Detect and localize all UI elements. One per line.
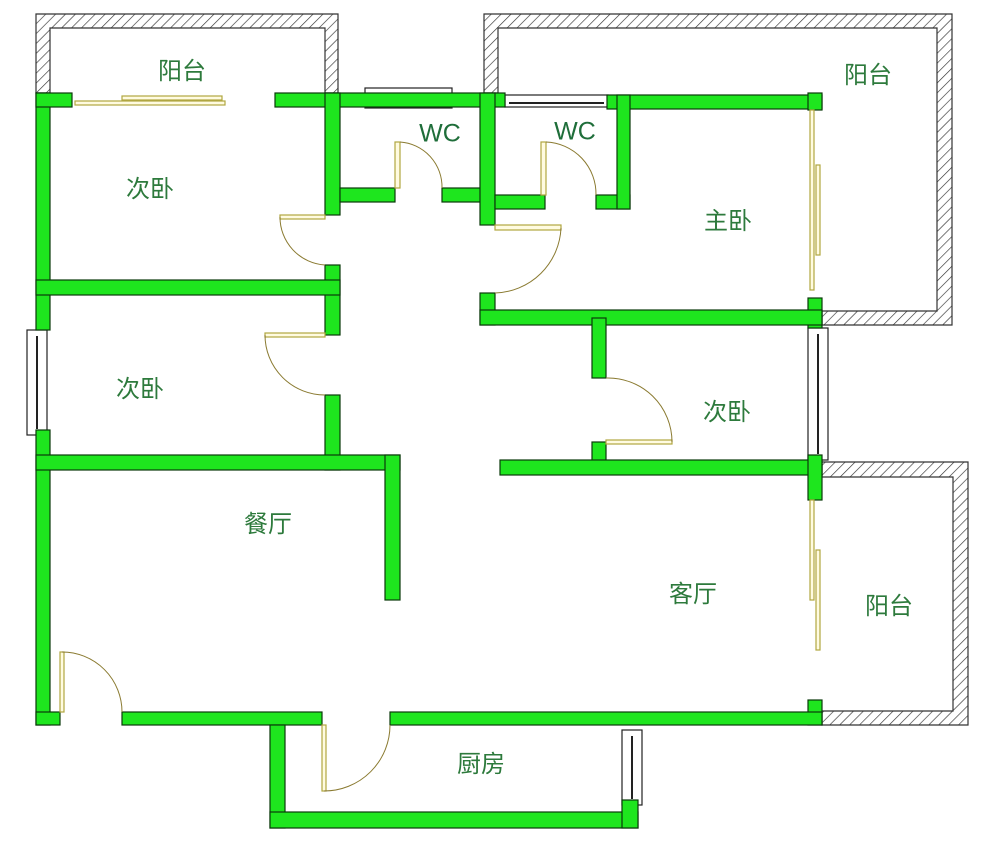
room-label-living-room: 客厅 <box>669 580 717 608</box>
door-swing-arc <box>279 216 326 266</box>
door-leaf <box>815 549 821 651</box>
wall-segment <box>479 92 496 226</box>
wall-segment <box>479 309 823 326</box>
wall-segment <box>121 711 323 726</box>
door-leaf <box>321 724 327 792</box>
room-label-wc-1: WC <box>419 120 461 148</box>
room-label-master-bedroom: 主卧 <box>704 207 752 235</box>
wall-segment <box>389 711 823 726</box>
wall-segment <box>35 429 51 726</box>
wall-segment <box>339 187 396 203</box>
wall-segment <box>35 92 73 108</box>
room-label-balcony-top-right: 阳台 <box>844 61 892 89</box>
door-swing-arc <box>61 651 123 713</box>
door-swing-arc <box>605 377 673 443</box>
wall-segment <box>499 459 823 476</box>
door-leaf <box>605 439 673 445</box>
room-label-bedroom-middle-right: 次卧 <box>703 398 751 426</box>
wall-segment <box>35 711 61 726</box>
door-leaf <box>809 109 815 291</box>
door-swing-arc <box>323 724 391 792</box>
window <box>504 94 609 108</box>
door-swing-arc <box>545 141 597 196</box>
door-leaf <box>121 95 223 101</box>
wall-segment <box>324 264 341 336</box>
room-label-kitchen: 厨房 <box>457 750 505 778</box>
doors <box>59 95 821 792</box>
wall-segment <box>269 811 639 829</box>
room-label-balcony-bottom-right: 阳台 <box>865 592 913 620</box>
door-swing-arc <box>399 141 443 189</box>
door-leaf <box>494 224 562 231</box>
door-leaf <box>279 214 326 220</box>
door-leaf <box>809 499 815 601</box>
room-label-dining-room: 餐厅 <box>244 510 292 538</box>
room-label-bedroom-middle-left: 次卧 <box>116 375 164 403</box>
wall-segment <box>606 94 823 110</box>
door-swing-arc <box>494 227 562 294</box>
room-label-balcony-top-left: 阳台 <box>158 57 206 85</box>
room-label-wc-2: WC <box>554 118 596 146</box>
door-leaf <box>815 164 821 256</box>
walls <box>35 92 823 829</box>
wall-segment <box>384 454 401 601</box>
room-label-bedroom-top-left: 次卧 <box>126 175 174 203</box>
wall-segment <box>616 94 631 210</box>
door-leaf <box>264 332 326 338</box>
wall-segment <box>807 454 823 501</box>
door-leaf <box>394 141 401 189</box>
wall-segment <box>324 92 341 216</box>
door-leaf <box>540 141 547 196</box>
wall-segment <box>494 194 546 210</box>
door-leaf <box>74 100 226 106</box>
wall-segment <box>807 92 823 111</box>
wall-segment <box>35 454 401 471</box>
door-swing-arc <box>264 334 326 396</box>
wall-segment <box>621 799 639 829</box>
wall-segment <box>274 92 506 108</box>
door-leaf <box>59 651 65 713</box>
wall-segment <box>35 279 341 296</box>
wall-segment <box>591 317 607 379</box>
